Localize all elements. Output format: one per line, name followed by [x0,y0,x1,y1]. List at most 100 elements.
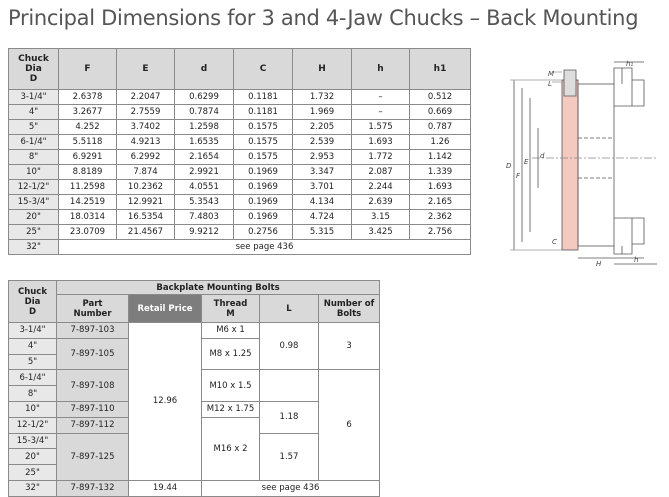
thread-cell: M16 x 2 [201,416,260,481]
label-F: F [516,172,521,180]
dimension-cell: 2.539 [292,134,352,150]
dimension-cell: 0.669 [409,104,471,120]
chuck-size-cell: 5" [8,353,57,371]
chuck-size-cell: 3-1/4" [8,322,57,339]
length-cell: 0.98 [259,321,319,371]
part-number-cell: 7-897-112 [56,416,129,434]
dimension-cell: 5.5118 [58,134,117,150]
chuck-size-cell: 12-1/2" [8,416,57,434]
table-row: 5" [8,353,380,371]
dimension-cell: 0.1181 [233,89,293,105]
dimension-cell: 1.6535 [174,134,234,150]
bolt-count-cell: 3 [317,321,381,371]
dimension-cell: 2.165 [409,194,471,210]
col-header-F: F [58,48,117,90]
dimension-cell: 6.9291 [58,149,117,165]
dimension-cell: 0.2756 [233,224,293,240]
dimension-cell: 1.732 [292,89,352,105]
dimension-cell: 3.347 [292,164,352,180]
dimension-cell: 11.2598 [58,179,117,195]
dimension-cell: 12.9921 [116,194,175,210]
chuck-size-cell: 6-1/4" [8,369,57,387]
dimension-cell: 2.087 [351,164,410,180]
see-page-note: see page 436 [58,239,471,255]
dimension-cell: 5.3543 [174,194,234,210]
bolts-col-header-chuck-dia: Chuck Dia D [8,280,57,323]
dimension-cell: 1.26 [409,134,471,150]
dimension-cell: 3.2677 [58,104,117,120]
number-of-bolts-label: Number of Bolts [323,298,375,319]
bolts-chuck-dia-label: Chuck Dia D [17,286,48,317]
dimension-cell: 6.2992 [116,149,175,165]
thread-cell: M6 x 1 [201,322,260,339]
chuck-size-cell: 4" [8,337,57,355]
dimension-cell: 2.639 [351,194,410,210]
dimension-cell: 2.7559 [116,104,175,120]
chuck-dia-label: Chuck Dia D [18,54,49,84]
chuck-size-cell: 20" [8,448,57,466]
dimension-cell: 23.0709 [58,224,117,240]
chuck-size-cell: 6-1/4" [8,134,59,150]
label-M: M [548,70,554,78]
thread-cell: M10 x 1.5 [201,369,260,402]
chuck-size-cell: 32" [8,479,57,497]
part-number-label: Part Number [73,298,112,319]
chuck-size-cell: 25" [8,224,59,240]
dimension-cell: 2.1654 [174,149,234,165]
dimension-cell: 1.142 [409,149,471,165]
dimension-cell: 0.1969 [233,179,293,195]
chuck-size-cell: 8" [8,385,57,402]
dimension-cell: 0.1575 [233,119,293,135]
retail-price-cell: 19.44 [128,479,202,497]
col-header-E: E [116,48,175,90]
col-header-chuck-dia: Chuck Dia D [8,48,59,90]
dimension-cell: 4.134 [292,194,352,210]
dimension-cell: 4.9213 [116,134,175,150]
dimension-cell: 21.4567 [116,224,175,240]
dimension-cell: 4.252 [58,119,117,135]
length-cell: 1.18 [259,400,319,434]
bolt-count-cell: 6 [317,369,381,481]
chuck-size-cell: 12-1/2" [8,179,59,195]
col-header-h: h [351,48,410,90]
table-row: 8" [8,385,380,402]
col-header-thread: Thread M [201,294,260,323]
dimension-cell: 3.15 [351,209,410,225]
table-row: 12-1/2" 7-897-112 M16 x 2 [8,416,380,481]
dimension-cell: 1.693 [351,134,410,150]
dimension-cell: 2.2047 [116,89,175,105]
table-row: 3-1/4" 7-897-103 12.96 M6 x 1 0.98 3 [8,321,381,481]
dimension-cell: 1.969 [292,104,352,120]
label-E: E [524,158,529,166]
dimension-cell: 2.205 [292,119,352,135]
col-header-retail-price: Retail Price [128,294,202,323]
chuck-size-cell: 3-1/4" [8,89,59,105]
table-row: 20" [8,448,380,466]
dimension-cell: 0.512 [409,89,471,105]
table-row: 32"see page 436 [8,239,471,255]
label-d: d [540,152,545,160]
label-L: L [548,80,552,88]
dimension-cell: 0.1575 [233,149,293,165]
table-row: 25" [8,464,380,481]
dimension-cell: 1.339 [409,164,471,180]
dimension-cell: 0.1969 [233,194,293,210]
col-header-C: C [233,48,293,90]
dimension-cell: 3.7402 [116,119,175,135]
dimension-cell: – [351,104,410,120]
chuck-size-cell: 10" [8,400,57,418]
dimension-cell: 4.0551 [174,179,234,195]
part-number-cell: 7-897-103 [56,322,129,339]
table-row: 6-1/4" 7-897-108 M10 x 1.5 6 [8,369,381,481]
col-header-part-number: Part Number [56,294,129,323]
dimension-cell: 2.953 [292,149,352,165]
label-h1: h₁ [626,60,633,68]
dimension-cell: 7.4803 [174,209,234,225]
dimension-cell: 5.315 [292,224,352,240]
table-row: 10" 7-897-110 M12 x 1.75 1.18 [8,400,380,434]
